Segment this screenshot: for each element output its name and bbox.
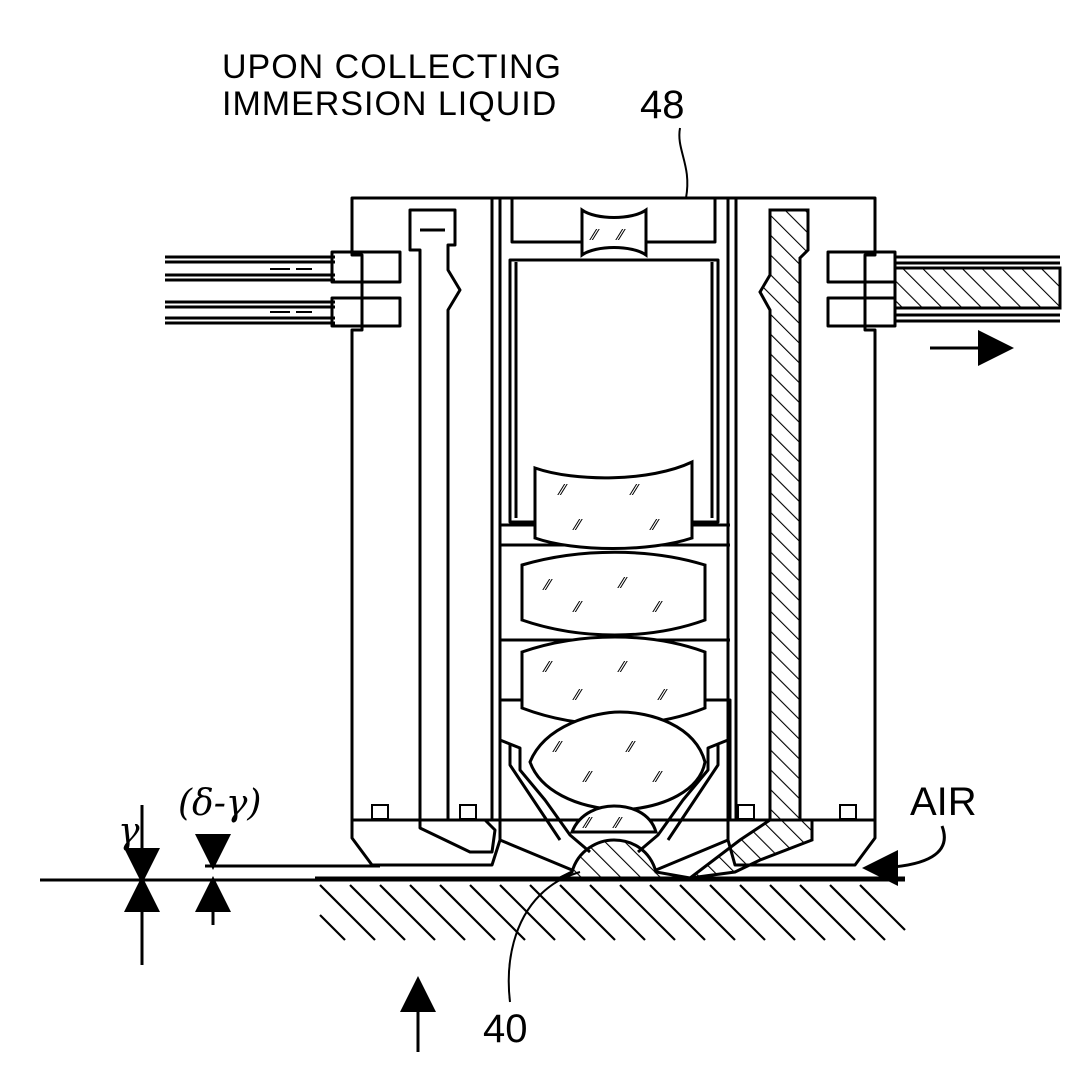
svg-text:⁄⁄: ⁄⁄ xyxy=(542,576,554,594)
air-arrow xyxy=(862,825,946,886)
lens-biconvex-1: ⁄⁄ ⁄⁄ ⁄⁄ ⁄⁄ xyxy=(520,550,707,637)
svg-text:⁄⁄: ⁄⁄ xyxy=(629,481,641,499)
delta-gamma-dimension: (δ-γ) xyxy=(178,783,380,925)
gamma-dimension: γ xyxy=(118,805,160,965)
supply-channel xyxy=(371,208,497,854)
immersion-liquid xyxy=(499,838,729,880)
svg-text:⁄⁄: ⁄⁄ xyxy=(552,738,564,756)
left-pipes xyxy=(165,255,335,325)
caption-line-1: UPON COLLECTING xyxy=(222,48,562,86)
svg-text:⁄⁄: ⁄⁄ xyxy=(612,814,624,832)
reference-48-leader xyxy=(678,127,689,199)
air-label: AIR xyxy=(910,780,977,824)
lens-front-large: ⁄⁄ ⁄⁄ ⁄⁄ ⁄⁄ xyxy=(528,710,707,812)
svg-text:⁄⁄: ⁄⁄ xyxy=(542,658,554,676)
svg-text:⁄⁄: ⁄⁄ xyxy=(582,814,594,832)
svg-text:⁄⁄: ⁄⁄ xyxy=(652,768,664,786)
nozzle-housing xyxy=(330,196,897,867)
svg-text:⁄⁄: ⁄⁄ xyxy=(589,226,601,244)
reference-40-leader xyxy=(507,871,581,1003)
delta-minus-gamma-label: (δ-γ) xyxy=(178,783,261,824)
svg-text:⁄⁄: ⁄⁄ xyxy=(572,516,584,534)
svg-text:⁄⁄: ⁄⁄ xyxy=(657,686,669,704)
reference-48-label: 48 xyxy=(640,83,685,127)
svg-text:⁄⁄: ⁄⁄ xyxy=(617,658,629,676)
gamma-label: γ xyxy=(118,811,140,852)
svg-text:⁄⁄: ⁄⁄ xyxy=(557,481,569,499)
lens-top: ⁄⁄ ⁄⁄ xyxy=(580,207,648,258)
right-pipes xyxy=(893,255,1062,323)
svg-text:⁄⁄: ⁄⁄ xyxy=(582,768,594,786)
svg-text:⁄⁄: ⁄⁄ xyxy=(572,598,584,616)
substrate xyxy=(40,876,906,941)
recovery-channel xyxy=(684,208,857,881)
svg-text:⁄⁄: ⁄⁄ xyxy=(617,574,629,592)
svg-text:⁄⁄: ⁄⁄ xyxy=(652,598,664,616)
svg-text:⁄⁄: ⁄⁄ xyxy=(625,738,637,756)
lens-tip: ⁄⁄ ⁄⁄ xyxy=(569,804,659,834)
svg-text:⁄⁄: ⁄⁄ xyxy=(615,226,627,244)
lens-biconvex-2: ⁄⁄ ⁄⁄ ⁄⁄ ⁄⁄ xyxy=(520,635,707,726)
caption-line-2: IMMERSION LIQUID xyxy=(222,85,557,123)
front-lens-holder xyxy=(498,700,730,854)
svg-text:⁄⁄: ⁄⁄ xyxy=(572,686,584,704)
svg-text:⁄⁄: ⁄⁄ xyxy=(649,516,661,534)
lens-meniscus: ⁄⁄⁄⁄ ⁄⁄⁄⁄ xyxy=(533,459,694,550)
reference-40-label: 40 xyxy=(483,1007,528,1051)
lens-plate xyxy=(508,258,720,524)
